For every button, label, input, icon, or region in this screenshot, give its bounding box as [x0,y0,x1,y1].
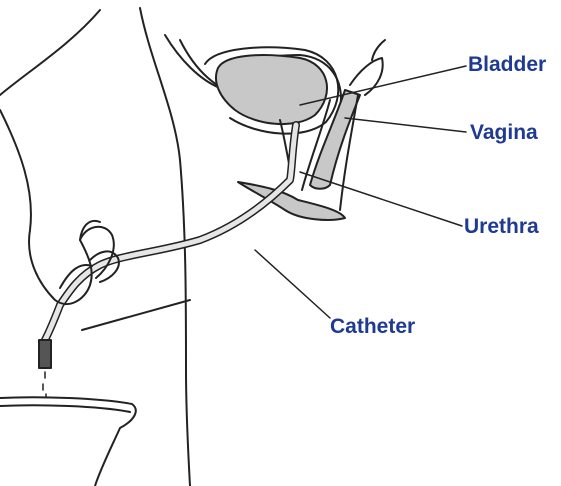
uterus-tube [372,40,385,60]
label-vagina: Vagina [470,122,538,143]
torso-left-outline [0,10,100,95]
urine-drip [43,372,46,400]
thigh-line [82,300,190,330]
hand-outline [0,110,114,304]
hand-finger-1 [80,221,100,240]
catheter-leader [255,250,330,318]
catheter-tip [39,340,51,368]
bladder-shape [216,55,327,124]
label-urethra: Urethra [464,216,539,237]
vagina-leader [345,118,466,132]
label-bladder: Bladder [468,54,546,75]
label-catheter: Catheter [330,316,415,337]
